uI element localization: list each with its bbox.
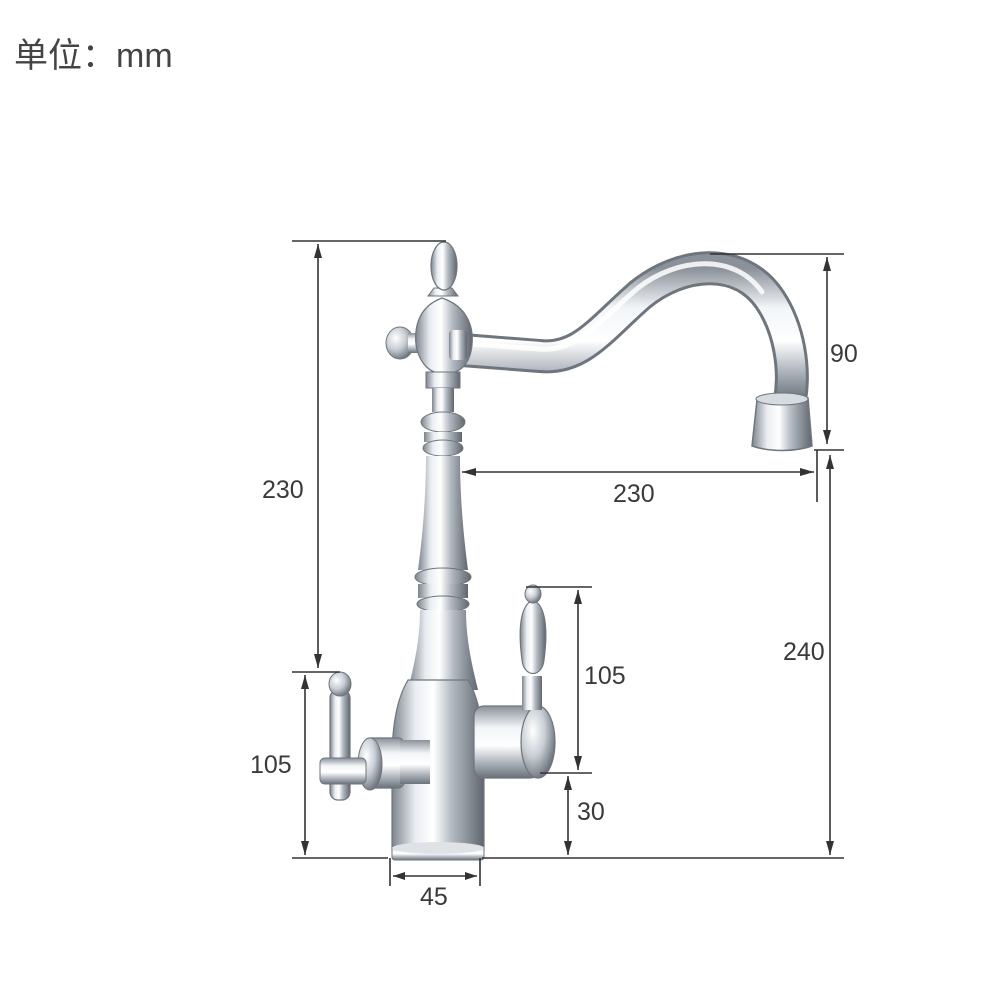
faucet-column	[418, 456, 468, 570]
finial	[430, 241, 458, 291]
dim-spout-drop-label: 90	[830, 340, 858, 368]
dim-outlet-height-label: 30	[577, 798, 605, 826]
aerator	[751, 397, 813, 452]
dim-spout-reach-label: 230	[613, 480, 655, 508]
dim-body-height-label: 230	[262, 476, 304, 504]
dim-base-diameter-label: 45	[420, 883, 448, 911]
dim-left-handle-label: 105	[250, 751, 292, 779]
dim-right-handle-label: 105	[584, 662, 626, 690]
faucet-illustration	[319, 241, 813, 861]
right-handle	[519, 599, 547, 675]
dimension-lines	[292, 240, 844, 886]
unit-label: 单位：mm	[14, 37, 173, 75]
dim-spout-clearance-label: 240	[783, 638, 825, 666]
